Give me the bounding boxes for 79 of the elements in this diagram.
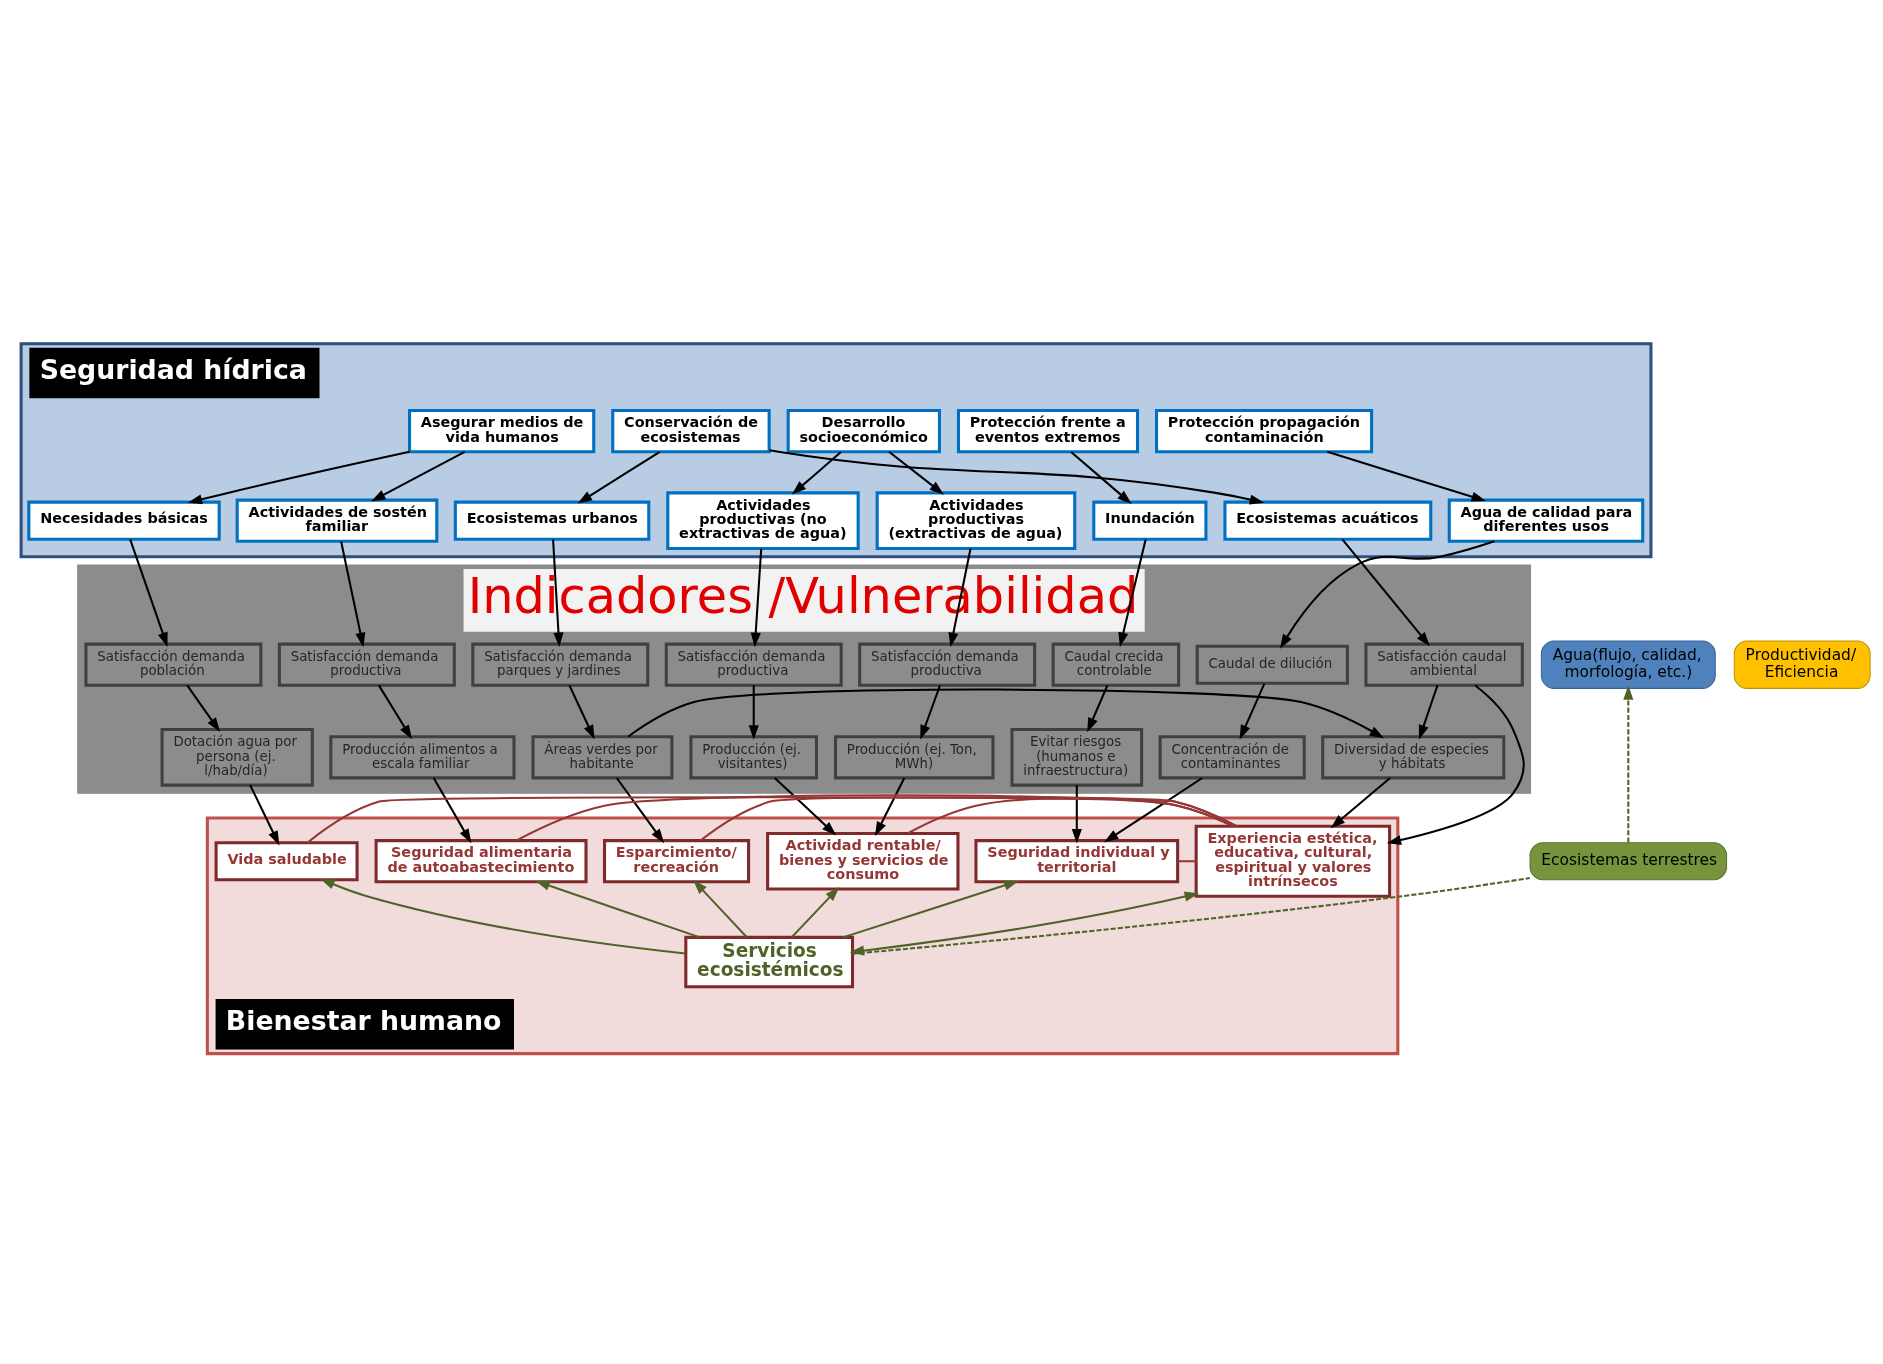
arrow bbox=[748, 684, 759, 740]
arrow bbox=[769, 448, 1265, 505]
arrow bbox=[129, 538, 168, 647]
node-box: Evitar riesgos (humanos e infraestructura) bbox=[1010, 727, 1144, 787]
node-box: Producción alimentos a escala familiar bbox=[329, 734, 516, 779]
node-box: Conservación de ecosistemas bbox=[611, 408, 771, 453]
arrow bbox=[1279, 539, 1495, 649]
node-box: Necesidades básicas bbox=[27, 500, 221, 541]
node-box: Actividades productivas (extractivas de agua) bbox=[875, 490, 1077, 550]
arrow bbox=[568, 684, 595, 739]
arrow bbox=[774, 776, 837, 835]
arrow bbox=[378, 684, 412, 739]
arrow bbox=[627, 688, 1385, 738]
node-box: Productividad/ Eficiencia bbox=[1733, 640, 1871, 689]
arrow bbox=[693, 879, 748, 938]
arrow bbox=[615, 776, 665, 843]
arrow bbox=[920, 684, 941, 740]
node-box: Producción (ej. Ton, MWh) bbox=[833, 734, 995, 779]
arrow bbox=[1087, 684, 1109, 732]
connector bbox=[307, 795, 1238, 843]
node-box: Actividades de sostén familiar bbox=[235, 498, 439, 543]
node-box: Satisfacción demanda parques y jardines bbox=[471, 642, 650, 687]
arrow bbox=[1327, 450, 1486, 502]
node-box: Desarrollo socioeconómico bbox=[786, 408, 941, 453]
node-box: Protección frente a eventos extremos bbox=[956, 408, 1140, 453]
node-box: Satisfacción caudal ambiental bbox=[1364, 642, 1524, 687]
arrow bbox=[249, 784, 280, 845]
arrow bbox=[849, 891, 1200, 956]
arrow bbox=[340, 540, 366, 647]
node-box: Seguridad individual y territorial bbox=[974, 838, 1180, 883]
arrow bbox=[1239, 682, 1266, 739]
node-box: Asegurar medios de vida humanos bbox=[408, 408, 596, 453]
arrow bbox=[187, 450, 410, 504]
arrow bbox=[371, 450, 466, 502]
connector bbox=[1177, 859, 1197, 862]
arrow bbox=[1386, 684, 1525, 845]
arrow bbox=[432, 776, 472, 843]
node-box: Experiencia estética, educativa, cultural, espiritual y valores intrínsecos bbox=[1194, 824, 1392, 898]
arrow bbox=[888, 450, 944, 495]
node-box: Concentración de contaminantes bbox=[1158, 734, 1306, 779]
arrow bbox=[1418, 684, 1439, 740]
arrow bbox=[1104, 776, 1203, 842]
node-box: Ecosistemas terrestres bbox=[1529, 841, 1728, 880]
connector bbox=[699, 795, 1238, 841]
node-box: Actividades productivas (no extractivas de agua) bbox=[666, 490, 860, 550]
node-box: Seguridad alimentaria de autoabastecimiento bbox=[374, 838, 588, 883]
node-box: Caudal de dilución bbox=[1195, 644, 1349, 685]
arrow bbox=[320, 878, 686, 954]
arrow bbox=[791, 450, 842, 495]
node-box: Satisfacción demanda productiva bbox=[858, 642, 1037, 687]
arrow bbox=[1341, 538, 1430, 646]
node-box: Ecosistemas acuáticos bbox=[1223, 500, 1433, 541]
arrow bbox=[874, 777, 906, 836]
arrow bbox=[1071, 784, 1082, 843]
node-box: Satisfacción demanda población bbox=[84, 642, 263, 687]
node-box: Producción (ej. visitantes) bbox=[689, 734, 819, 779]
node-box: Diversidad de especies y hábitats bbox=[1321, 734, 1506, 779]
node-box: Dotación agua por persona (ej. l/hab/día) bbox=[160, 727, 314, 787]
node-box: Esparcimiento/ recreación bbox=[602, 838, 751, 883]
node-box: Vida saludable bbox=[214, 840, 359, 881]
node-box: Satisfacción demanda productiva bbox=[664, 642, 843, 687]
arrow bbox=[791, 886, 840, 938]
node-box: Protección propagación contaminación bbox=[1155, 408, 1374, 453]
node-box: Actividad rentable/ bienes y servicios de consumo bbox=[766, 831, 960, 891]
arrow bbox=[842, 880, 1019, 938]
node-box: Servicios ecosistémicos bbox=[684, 935, 855, 988]
node-box: Inundación bbox=[1092, 500, 1208, 541]
node-box: Agua de calidad para diferentes usos bbox=[1447, 498, 1645, 543]
node-box: Agua(flujo, calidad, morfología, etc.) bbox=[1540, 640, 1716, 689]
arrow bbox=[1070, 450, 1132, 504]
arrow bbox=[186, 684, 221, 732]
arrow bbox=[535, 880, 701, 938]
arrow bbox=[1623, 684, 1634, 843]
connector bbox=[852, 876, 1530, 955]
arrow bbox=[577, 450, 661, 503]
node-box: Caudal crecida controlable bbox=[1051, 642, 1181, 687]
node-box: Áreas verdes por habitante bbox=[531, 734, 674, 779]
node-box: Ecosistemas urbanos bbox=[453, 500, 651, 541]
node-box: Satisfacción demanda productiva bbox=[277, 642, 456, 687]
